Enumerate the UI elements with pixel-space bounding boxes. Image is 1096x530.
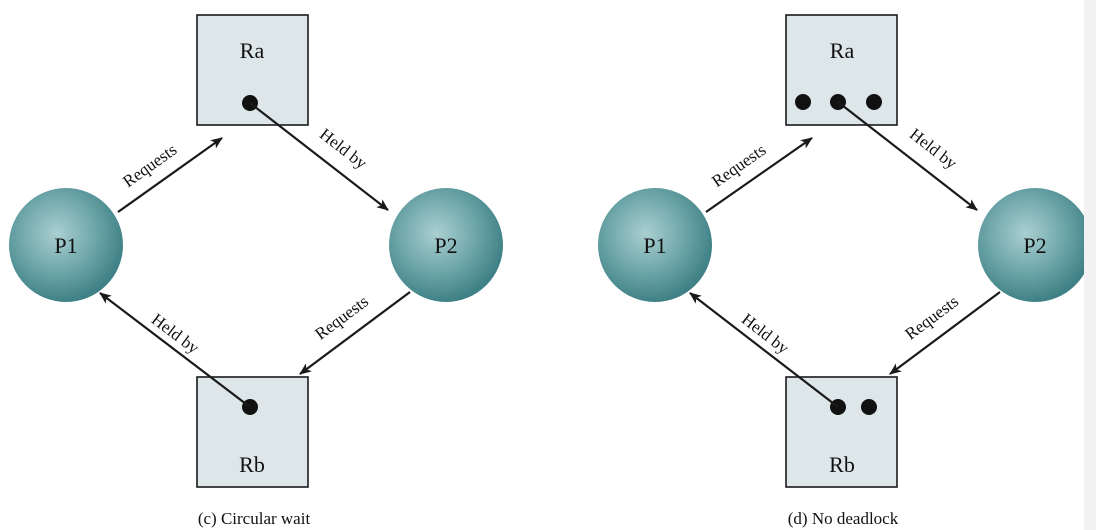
- edge-rb-held-by-p1: [689, 292, 839, 408]
- edge-p1-requests-ra: [117, 137, 223, 213]
- edge-label-requests-bottom: Requests: [311, 292, 372, 344]
- resource-rb-label: Rb: [829, 452, 855, 477]
- page-edge-strip: [1084, 0, 1096, 530]
- edge-label-requests-bottom: Requests: [901, 292, 962, 344]
- resource-ra-label: Ra: [830, 38, 855, 63]
- resource-ra-instance: [866, 94, 882, 110]
- edge-rb-held-by-p1: [99, 292, 251, 408]
- process-p2-node: [389, 188, 503, 302]
- process-p1-label: P1: [54, 233, 77, 258]
- diagram-circular-wait: Ra Rb P1 P2 Requests Held by Requests He…: [9, 14, 503, 528]
- process-p1-label: P1: [643, 233, 666, 258]
- edge-ra-held-by-p2: [249, 102, 389, 211]
- edge-label-held-by-top: Held by: [906, 125, 961, 174]
- resource-ra-label: Ra: [240, 38, 265, 63]
- process-p2-label: P2: [434, 233, 457, 258]
- caption-circular-wait: (c) Circular wait: [198, 509, 311, 528]
- process-p2-label: P2: [1023, 233, 1046, 258]
- resource-rb-box: [196, 376, 309, 488]
- edge-label-requests-top: Requests: [119, 140, 180, 191]
- process-p1-node: [9, 188, 123, 302]
- edge-p2-requests-rb: [299, 291, 411, 375]
- edge-label-held-by-top: Held by: [316, 125, 371, 174]
- process-p2-node: [978, 188, 1092, 302]
- edge-p2-requests-rb: [889, 291, 1001, 375]
- caption-no-deadlock: (d) No deadlock: [788, 509, 899, 528]
- edge-p1-requests-ra: [705, 137, 813, 213]
- resource-rb-box: [785, 376, 898, 488]
- edge-ra-held-by-p2: [837, 101, 978, 211]
- resource-rb-label: Rb: [239, 452, 265, 477]
- resource-rb-instance: [861, 399, 877, 415]
- diagram-no-deadlock: Ra Rb P1 P2 Requests Held by Requests He…: [598, 14, 1092, 528]
- resource-ra-instance: [795, 94, 811, 110]
- edge-label-requests-top: Requests: [708, 140, 769, 191]
- process-p1-node: [598, 188, 712, 302]
